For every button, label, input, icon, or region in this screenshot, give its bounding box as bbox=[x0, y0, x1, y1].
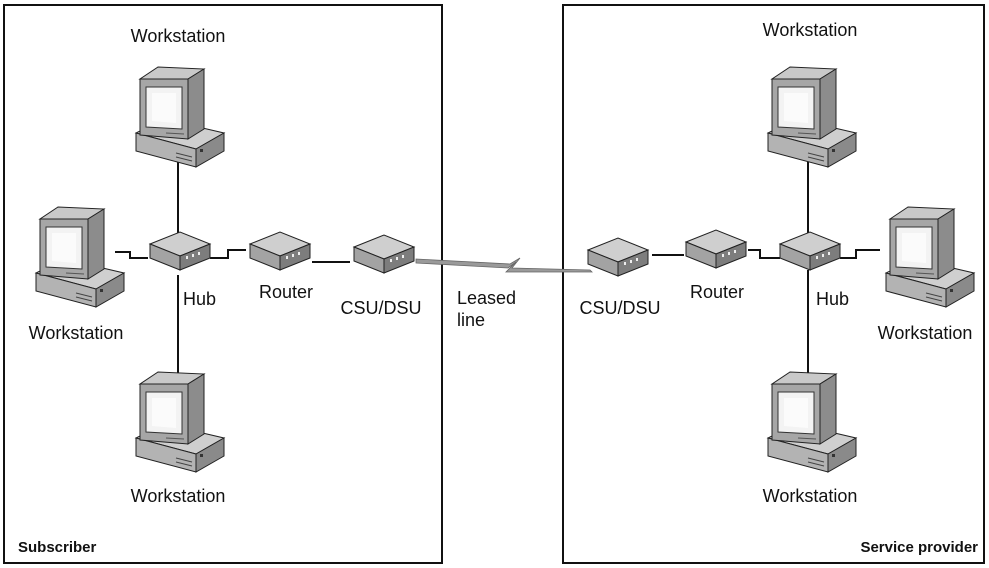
workstation-icon-subscriber-left bbox=[35, 206, 125, 308]
subscriber-router-label: Router bbox=[258, 282, 314, 302]
provider-workstation-bottom-label: Workstation bbox=[762, 486, 858, 506]
router-icon-provider bbox=[685, 229, 747, 269]
provider-cables bbox=[652, 160, 880, 375]
subscriber-cables bbox=[115, 160, 350, 385]
workstation-icon-provider-bottom bbox=[767, 371, 857, 473]
leased-line-label-2: line bbox=[457, 310, 486, 330]
leased-line-link bbox=[415, 257, 593, 273]
subscriber-workstation-top-label: Workstation bbox=[130, 26, 226, 46]
router-icon-subscriber bbox=[249, 231, 311, 271]
workstation-icon-provider-right bbox=[885, 206, 975, 308]
workstation-icon-subscriber-bottom bbox=[135, 371, 225, 473]
subscriber-panel bbox=[3, 4, 443, 564]
csu-dsu-icon-provider bbox=[587, 237, 649, 277]
subscriber-panel-title: Subscriber bbox=[18, 539, 97, 556]
subscriber-csu-dsu-label: CSU/DSU bbox=[340, 298, 422, 318]
subscriber-workstation-bottom-label: Workstation bbox=[130, 486, 226, 506]
subscriber-hub-label: Hub bbox=[183, 289, 217, 309]
provider-workstation-top-label: Workstation bbox=[762, 20, 858, 40]
workstation-icon-provider-top bbox=[767, 66, 857, 168]
csu-dsu-icon-subscriber bbox=[353, 234, 415, 274]
workstation-icon-subscriber-top bbox=[135, 66, 225, 168]
provider-panel bbox=[562, 4, 985, 564]
subscriber-workstation-left-label: Workstation bbox=[28, 323, 124, 343]
provider-csu-dsu-label: CSU/DSU bbox=[579, 298, 661, 318]
provider-hub-label: Hub bbox=[816, 289, 850, 309]
provider-panel-title: Service provider bbox=[860, 539, 978, 556]
provider-router-label: Router bbox=[689, 282, 745, 302]
leased-line-label-1: Leased bbox=[457, 288, 517, 308]
hub-icon-provider bbox=[779, 231, 841, 271]
provider-workstation-right-label: Workstation bbox=[877, 323, 973, 343]
hub-icon-subscriber bbox=[149, 231, 211, 271]
